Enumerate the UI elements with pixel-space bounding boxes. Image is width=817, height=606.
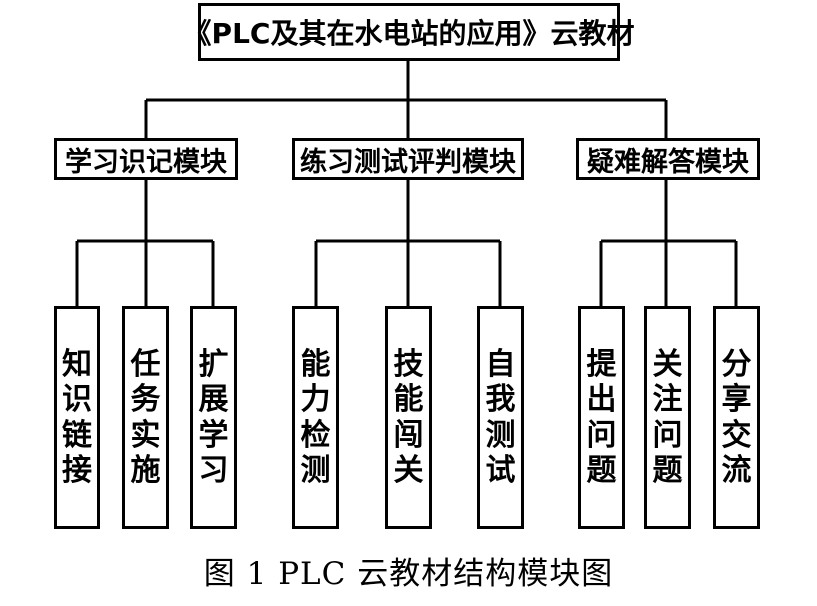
leaf-knowledge-link: 知识链接 (54, 306, 100, 529)
module-study-memorize: 学习识记模块 (54, 138, 238, 180)
leaf-label: 任务实施 (130, 347, 161, 488)
leaf-task-implementation: 任务实施 (122, 306, 169, 529)
leaf-label: 提出问题 (586, 347, 617, 488)
module-qa: 疑难解答模块 (576, 138, 760, 180)
leaf-label: 分享交流 (721, 347, 752, 488)
leaf-label: 知识链接 (62, 347, 92, 488)
leaf-label: 自我测试 (485, 347, 516, 488)
root-node: 《PLC及其在水电站的应用》云教材 (184, 3, 634, 61)
leaf-label: 技能闯关 (393, 347, 424, 488)
leaf-ask-question: 提出问题 (578, 306, 625, 529)
leaf-follow-question: 关注问题 (644, 306, 691, 529)
leaf-ability-check: 能力检测 (292, 306, 339, 529)
leaf-label: 能力检测 (300, 347, 331, 488)
leaf-extended-learning: 扩展学习 (190, 306, 237, 529)
leaf-self-test: 自我测试 (477, 306, 524, 529)
module-practice-test: 练习测试评判模块 (292, 138, 524, 180)
leaf-skill-challenge: 技能闯关 (385, 306, 432, 529)
leaf-label: 扩展学习 (198, 347, 229, 488)
leaf-share-exchange: 分享交流 (713, 306, 760, 529)
figure-caption: 图 1 PLC 云教材结构模块图 (203, 556, 614, 592)
leaf-label: 关注问题 (652, 347, 683, 488)
